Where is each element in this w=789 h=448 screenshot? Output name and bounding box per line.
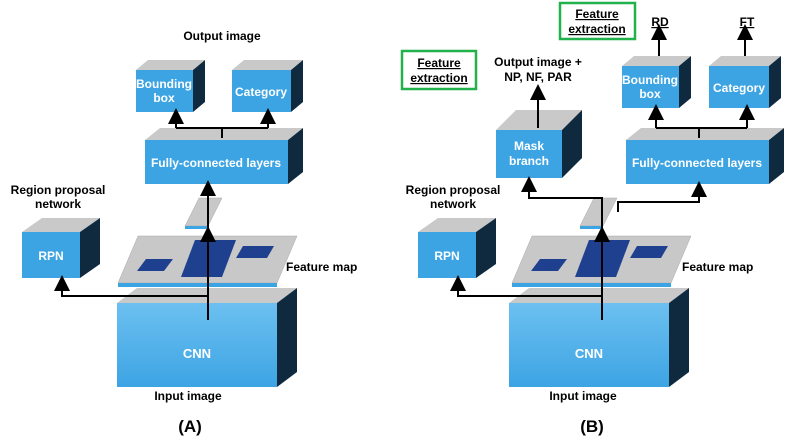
cnn-block-a: CNN: [117, 288, 297, 387]
output-label-b-line2: NP, NF, PAR: [504, 70, 572, 84]
rpn-label-a: RPN: [38, 249, 63, 263]
category-block-a: Category: [232, 60, 303, 112]
fc-layers-a: Fully-connected layers: [145, 128, 303, 184]
mask-label-b-line1: Mask: [514, 139, 544, 153]
feature-extraction-left-line1: Feature: [417, 56, 461, 70]
fc-layers-b: Fully-connected layers: [626, 128, 784, 184]
mask-label-b-line2: branch: [509, 154, 549, 168]
diagram-a: CNN Input image RPN Region proposal netw…: [11, 29, 358, 436]
fc-label-b: Fully-connected layers: [632, 156, 762, 170]
bbox-label-a-line2: box: [153, 91, 175, 105]
input-image-label-b: Input image: [549, 389, 617, 403]
rpn-label-b: RPN: [434, 249, 459, 263]
feature-extraction-top-box: Feature extraction: [558, 1, 637, 41]
bbox-label-b-line2: box: [639, 87, 661, 101]
feature-extraction-top-line1: Feature: [575, 7, 619, 21]
feature-map-label-a: Feature map: [286, 260, 357, 274]
rpn-caption-b-line1: Region proposal: [406, 183, 501, 197]
ft-label: FT: [740, 15, 755, 29]
output-label-b-line1: Output image +: [494, 55, 582, 69]
input-image-label-a: Input image: [154, 389, 222, 403]
roi-plate-b: [579, 197, 618, 227]
category-block-b: Category: [709, 56, 781, 108]
bbox-label-b-line1: Bounding: [622, 73, 678, 87]
roi-plate-a: [184, 197, 223, 227]
rpn-caption-a-line2: network: [35, 197, 81, 211]
rpn-block-b: RPN: [418, 218, 496, 278]
cnn-label-a: CNN: [183, 346, 211, 361]
cnn-label-b: CNN: [575, 346, 603, 361]
panel-label-a: (A): [178, 417, 202, 436]
feature-map-label-b: Feature map: [682, 260, 753, 274]
bbox-label-a-line1: Bounding: [136, 77, 192, 91]
feature-extraction-top-line2: extraction: [568, 22, 625, 36]
panel-label-b: (B): [580, 417, 604, 436]
cnn-block-b: CNN: [509, 288, 689, 387]
feature-extraction-left-box: Feature extraction: [400, 49, 478, 91]
bbox-block-a: Bounding box: [136, 60, 205, 112]
feature-extraction-left-line2: extraction: [410, 71, 467, 85]
bbox-block-b: Bounding box: [622, 56, 691, 108]
fc-label-a: Fully-connected layers: [151, 156, 281, 170]
rpn-caption-b-line2: network: [430, 197, 476, 211]
arrows-b: [450, 24, 755, 320]
rpn-caption-a-line1: Region proposal: [11, 183, 106, 197]
arrows-a: [54, 108, 276, 320]
category-label-b: Category: [713, 81, 765, 95]
output-label-a: Output image: [183, 29, 261, 43]
rd-label: RD: [651, 15, 669, 29]
category-label-a: Category: [235, 85, 287, 99]
rpn-block-a: RPN: [22, 218, 100, 278]
diagram-b: CNN Input image RPN Region proposal netw…: [400, 1, 784, 436]
